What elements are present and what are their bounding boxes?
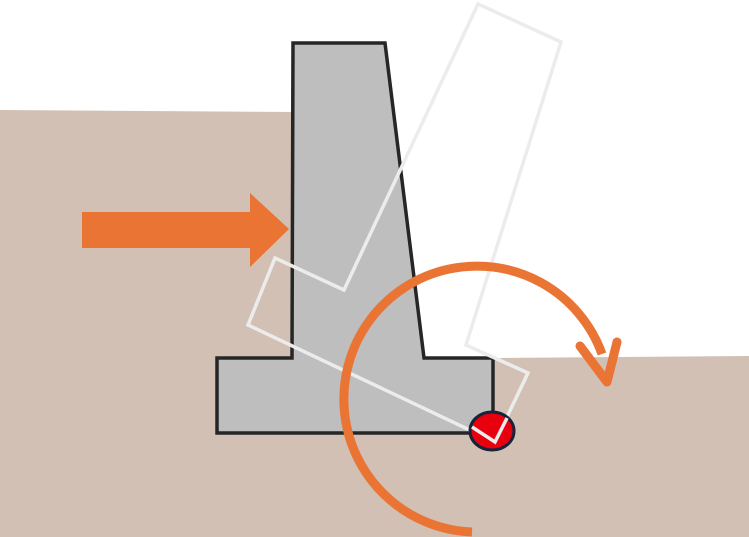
toe-pivot-point-icon: [468, 410, 516, 452]
overturning-rotation-arrow-icon: [339, 261, 622, 537]
rotation-arrowhead: [575, 337, 622, 387]
soil-bottom-strip: [0, 528, 749, 537]
pivot-point: [468, 410, 516, 452]
earth-pressure-arrow-icon: [82, 193, 289, 267]
retained-soil: [0, 110, 295, 537]
rotation-arc: [339, 261, 607, 537]
pivot-ghost-corner: [471, 417, 509, 445]
